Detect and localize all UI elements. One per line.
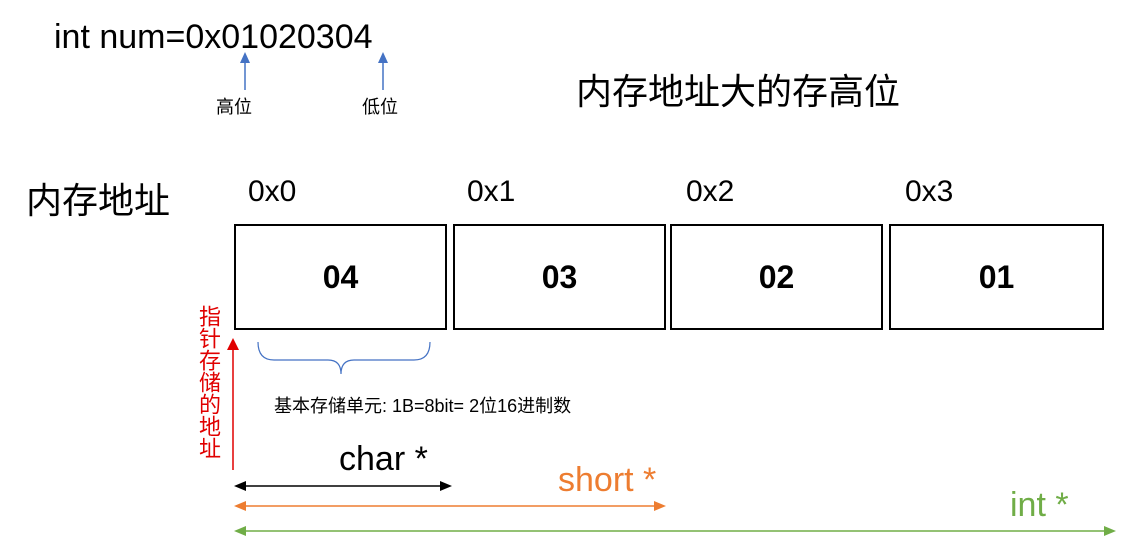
storage-unit-note: 基本存储单元: 1B=8bit= 2位16进制数 [274, 396, 572, 416]
char-pointer-label: char * [339, 440, 428, 478]
low-byte-label: 低位 [362, 97, 398, 117]
pointer-address-arrow [227, 338, 239, 470]
address-1: 0x1 [467, 175, 516, 208]
memory-address-label: 内存地址 [26, 180, 171, 221]
address-2: 0x2 [686, 175, 735, 208]
high-byte-label: 高位 [216, 97, 252, 117]
address-3: 0x3 [905, 175, 954, 208]
address-0: 0x0 [248, 175, 297, 208]
char-pointer-arrow [234, 481, 452, 491]
diagram-title: 内存地址大的存高位 [576, 71, 901, 112]
int-pointer-label: int * [1010, 486, 1069, 524]
memory-cell-1: 03 [453, 224, 666, 330]
memory-cell-3: 01 [889, 224, 1104, 330]
byte-brace [257, 341, 431, 375]
short-pointer-label: short * [558, 461, 657, 499]
code-line: int num=0x01020304 [54, 18, 373, 56]
short-pointer-arrow [234, 501, 666, 511]
high-byte-arrow [240, 52, 250, 90]
memory-cell-2: 02 [670, 224, 883, 330]
memory-cell-0: 04 [234, 224, 447, 330]
low-byte-arrow [378, 52, 388, 90]
int-pointer-arrow [234, 526, 1116, 536]
pointer-address-label: 指针存储的地址 [196, 305, 221, 459]
